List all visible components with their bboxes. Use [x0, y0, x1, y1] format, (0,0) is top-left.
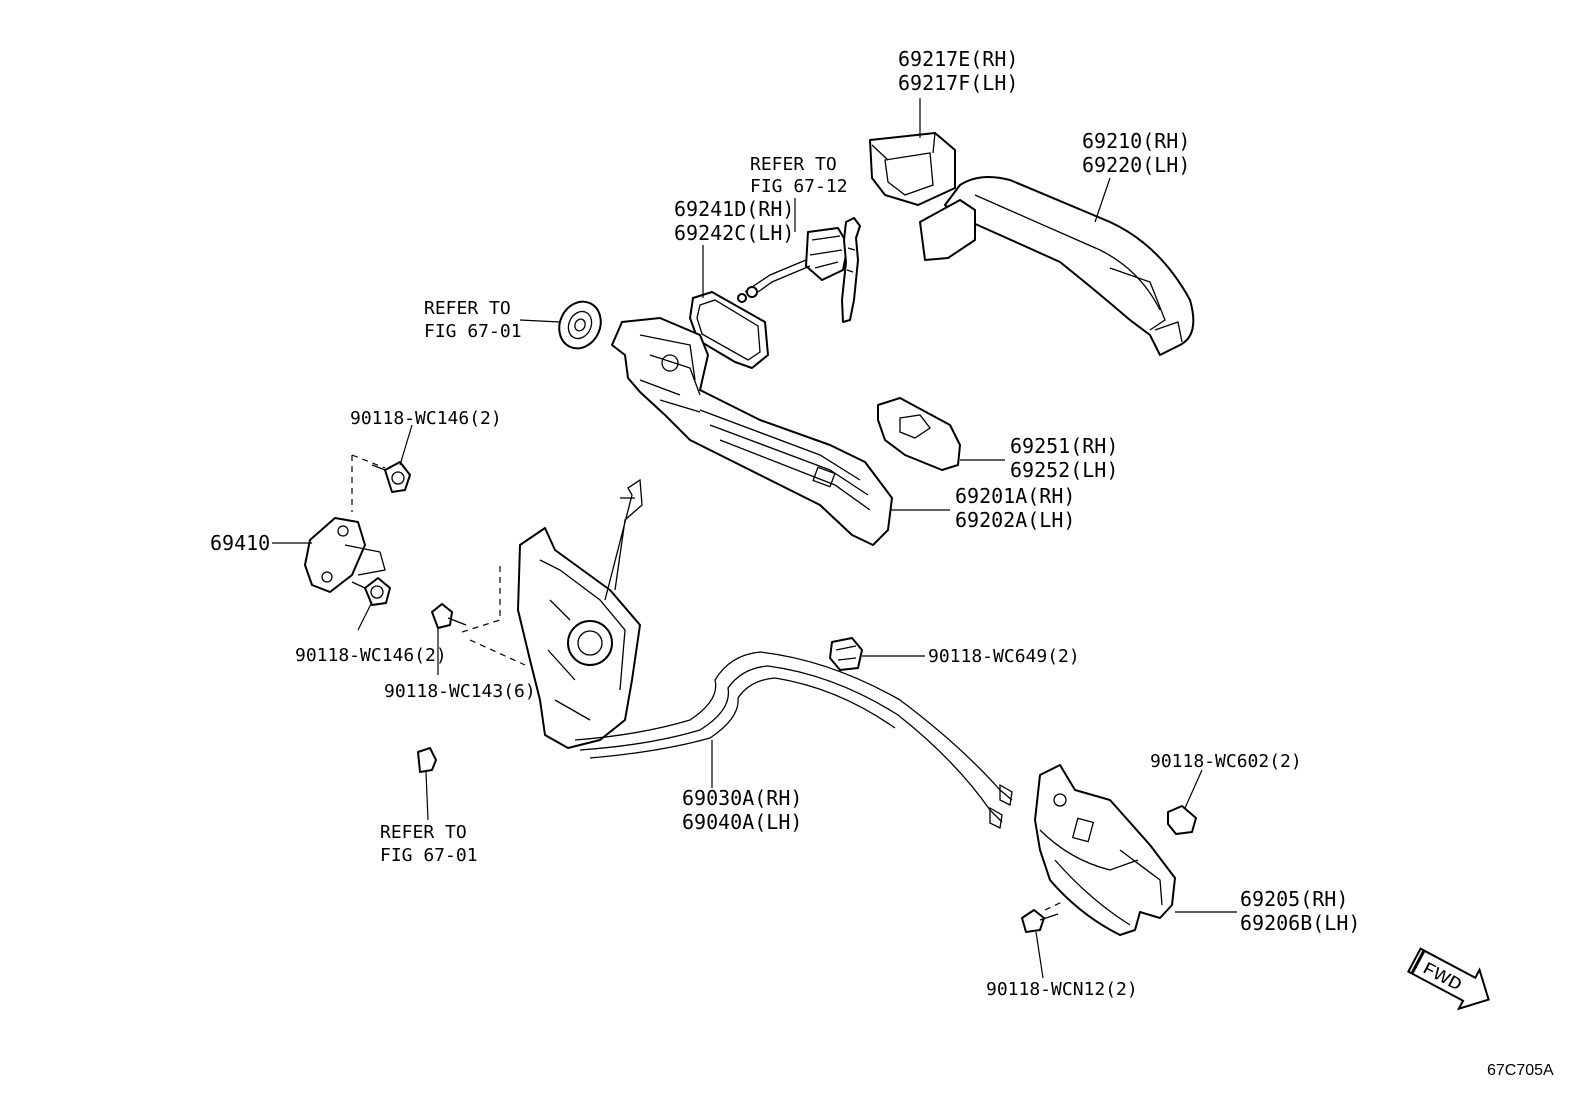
label-screw-top: 90118-WC146(2): [350, 408, 502, 429]
label-cylinder-rh: 69241D(RH): [674, 197, 794, 221]
cable-clip-part: [829, 637, 863, 671]
label-striker: 69410: [210, 531, 270, 555]
label-inner-handle-rh: 69205(RH): [1240, 887, 1348, 911]
handle-frame-part: [611, 317, 893, 546]
door-striker-part: [304, 517, 386, 593]
label-refer-fig-67-01-bottom-line2: FIG 67-01: [380, 845, 478, 866]
label-outside-handle-rh: 69210(RH): [1082, 129, 1190, 153]
handle-cover-part: [869, 132, 956, 206]
door-lock-part: [517, 478, 643, 749]
label-handle-cover-lh: 69217F(LH): [898, 71, 1018, 95]
screw-top-part: [371, 461, 411, 493]
grommet-bottom-part: [417, 747, 437, 773]
label-refer-fig-67-12-line1: REFER TO: [750, 154, 837, 175]
label-frame-lh: 69202A(LH): [955, 508, 1075, 532]
label-clip: 90118-WC649(2): [928, 646, 1080, 667]
lock-cylinder-part: [737, 217, 861, 323]
inside-handle-part: [1034, 764, 1176, 936]
label-refer-fig-67-01-top-line1: REFER TO: [424, 298, 511, 319]
assembly-lines: [351, 454, 1063, 911]
label-screw-lock: 90118-WC143(6): [384, 681, 536, 702]
label-pad-lh: 69252(LH): [1010, 458, 1118, 482]
screw-mid-part: [351, 577, 391, 606]
handle-pad-part: [877, 397, 961, 471]
label-lock-rh: 69030A(RH): [682, 786, 802, 810]
label-handle-cover-rh: 69217E(RH): [898, 47, 1018, 71]
label-refer-fig-67-12-line2: FIG 67-12: [750, 176, 848, 197]
figure-code: 67C705A: [1487, 1062, 1554, 1079]
fwd-arrow-icon: FWD: [1406, 947, 1490, 1011]
label-screw-inner: 90118-WCN12(2): [986, 979, 1138, 1000]
label-pad-rh: 69251(RH): [1010, 434, 1118, 458]
screw-lock-part: [431, 603, 467, 629]
label-refer-fig-67-01-bottom-line1: REFER TO: [380, 822, 467, 843]
label-refer-fig-67-01-top-line2: FIG 67-01: [424, 321, 522, 342]
label-outside-handle-lh: 69220(LH): [1082, 153, 1190, 177]
cylinder-gasket-part: [689, 291, 769, 369]
screw-inner-part: [1021, 909, 1059, 933]
lock-cables-part: [574, 651, 1013, 829]
part-labels: 69217E(RH) 69217F(LH) 69210(RH) 69220(LH…: [210, 47, 1554, 1079]
label-frame-rh: 69201A(RH): [955, 484, 1075, 508]
grommet-part: [558, 300, 602, 350]
leader-lines: [272, 98, 1237, 979]
label-screw-mid: 90118-WC146(2): [295, 645, 447, 666]
label-lock-lh: 69040A(LH): [682, 810, 802, 834]
label-cylinder-lh: 69242C(LH): [674, 221, 794, 245]
inner-clip-part: [1167, 805, 1197, 835]
label-inner-handle-lh: 69206B(LH): [1240, 911, 1360, 935]
outside-handle-part: [919, 175, 1195, 356]
label-clip-inner: 90118-WC602(2): [1150, 751, 1302, 772]
